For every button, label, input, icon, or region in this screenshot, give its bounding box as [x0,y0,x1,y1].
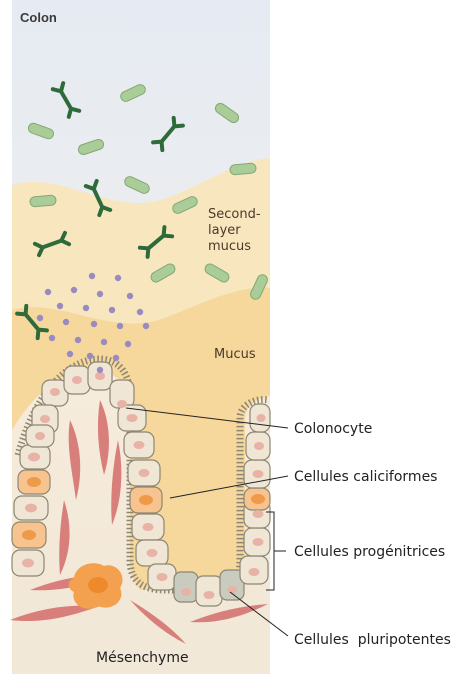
label-line: Second- [208,207,261,222]
molecule-dot [57,303,63,309]
label-line: mucus [208,239,251,254]
molecule-dot [89,273,95,279]
molecule-dot [45,289,51,295]
label-line: layer [208,223,241,238]
molecule-dot [97,367,103,373]
molecule-dot [113,355,119,361]
molecule-dot [63,319,69,325]
molecule-dot [75,337,81,343]
molecule-dot [91,321,97,327]
immune-cell-nucleus [88,577,108,593]
figure-title: Colon [20,10,57,25]
molecule-dot [117,323,123,329]
molecule-dot [101,339,107,345]
molecule-dot [83,305,89,311]
molecule-dot [115,275,121,281]
mucus-label: Mucus [214,347,256,362]
goblet-cells-callout: Cellules caliciformes [294,469,437,485]
molecule-dot [37,315,43,321]
molecule-dot [143,323,149,329]
molecule-dot [67,351,73,357]
molecule-dot [49,335,55,341]
molecule-dot [71,287,77,293]
molecule-dot [125,341,131,347]
molecule-dot [87,353,93,359]
progenitor-cells-callout: Cellules progénitrices [294,544,445,560]
molecule-dot [137,309,143,315]
molecule-dot [97,291,103,297]
stem-cells-callout: Cellules pluripotentes [294,632,451,648]
molecule-dot [109,307,115,313]
mesenchyme-label: Mésenchyme [96,650,189,666]
colonocyte-callout: Colonocyte [294,421,372,437]
molecule-dot [127,293,133,299]
